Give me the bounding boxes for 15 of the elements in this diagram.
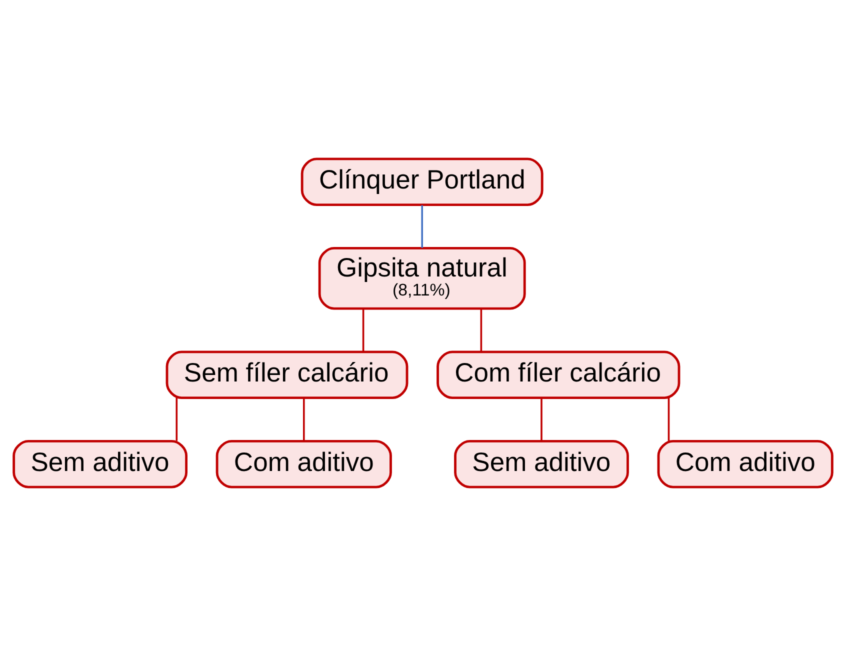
connector <box>302 398 304 441</box>
node-box: Com fíler calcário <box>436 350 680 399</box>
connector <box>480 308 482 352</box>
node-box: Com aditivo <box>215 440 392 488</box>
connector <box>420 205 422 248</box>
node-box: Sem aditivo <box>454 440 628 488</box>
connector <box>667 398 670 441</box>
node-box: Sem aditivo <box>12 440 187 488</box>
node-box: Gipsita natural (8,11%) <box>318 247 526 310</box>
connector <box>540 398 542 441</box>
connector <box>362 308 364 352</box>
connector <box>175 398 178 441</box>
node-box: Com aditivo <box>656 440 833 488</box>
node-box: Clínquer Portland <box>300 158 543 206</box>
node-box: Sem fíler calcário <box>165 350 408 399</box>
